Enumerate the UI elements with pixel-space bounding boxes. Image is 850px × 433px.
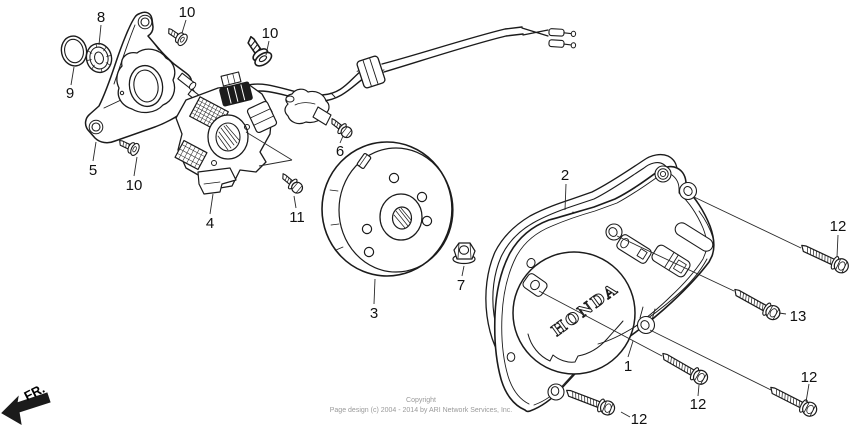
stator-coil	[174, 139, 208, 171]
callout-10b[interactable]: 10	[262, 25, 279, 42]
callout-4[interactable]: 4	[206, 215, 214, 232]
callout-12b[interactable]: 12	[690, 396, 707, 413]
callout-labels: 8 10 10 9 5 10 4 11 6 3 7 2 1 12 13 12 1…	[66, 4, 847, 428]
bolt-12-bottom-right	[766, 382, 820, 420]
wire-terminal	[548, 28, 577, 49]
bolt-12-mid-bottom	[657, 348, 711, 388]
callout-2[interactable]: 2	[561, 167, 569, 184]
fr-arrow-icon	[1, 392, 51, 425]
part-1-left-crankcase-cover: HONDA	[493, 165, 715, 413]
bolt-12-top-right	[797, 240, 850, 276]
copyright-line-1: Copyright	[406, 397, 436, 404]
part-7-flange-nut	[452, 242, 476, 265]
callout-5[interactable]: 5	[89, 162, 97, 179]
callout-12c[interactable]: 12	[801, 369, 818, 386]
harness-grommet	[356, 55, 386, 89]
wire-harness	[247, 26, 577, 113]
callout-1[interactable]: 1	[624, 358, 632, 375]
bolt-13	[730, 284, 784, 323]
part-8-oil-seal	[85, 42, 113, 74]
callout-12d[interactable]: 12	[631, 411, 648, 428]
callout-11[interactable]: 11	[289, 209, 305, 226]
screw-6	[326, 114, 356, 141]
callout-10a[interactable]: 10	[179, 4, 196, 21]
screw-11	[277, 169, 306, 197]
front-direction-indicator: FR.	[1, 381, 51, 425]
callout-9[interactable]: 9	[66, 85, 74, 102]
screw-10-a	[163, 24, 190, 48]
callout-3[interactable]: 3	[370, 305, 378, 322]
callout-13[interactable]: 13	[790, 308, 807, 325]
bolt-12-bottom-left	[562, 384, 618, 418]
stator-bracket	[246, 100, 278, 134]
copyright-watermark: Copyright Page design (c) 2004 - 2014 by…	[330, 397, 513, 414]
callout-leader-lines	[70, 19, 839, 418]
callout-6[interactable]: 6	[336, 143, 344, 160]
part-3-flywheel-rotor	[321, 141, 454, 277]
callout-10c[interactable]: 10	[126, 177, 143, 194]
copyright-line-2: Page design (c) 2004 - 2014 by ARI Netwo…	[330, 407, 513, 414]
callout-8[interactable]: 8	[97, 9, 105, 26]
callout-12a[interactable]: 12	[830, 218, 847, 235]
cover-bolt-boss	[506, 165, 698, 401]
stator-connector-block	[219, 71, 253, 107]
part-4-stator-assembly	[174, 71, 278, 195]
part-9-o-ring	[60, 35, 88, 67]
part-5-stator-base-plate	[84, 11, 204, 144]
part-6-wire-clamp	[284, 88, 332, 126]
callout-7[interactable]: 7	[457, 277, 465, 294]
